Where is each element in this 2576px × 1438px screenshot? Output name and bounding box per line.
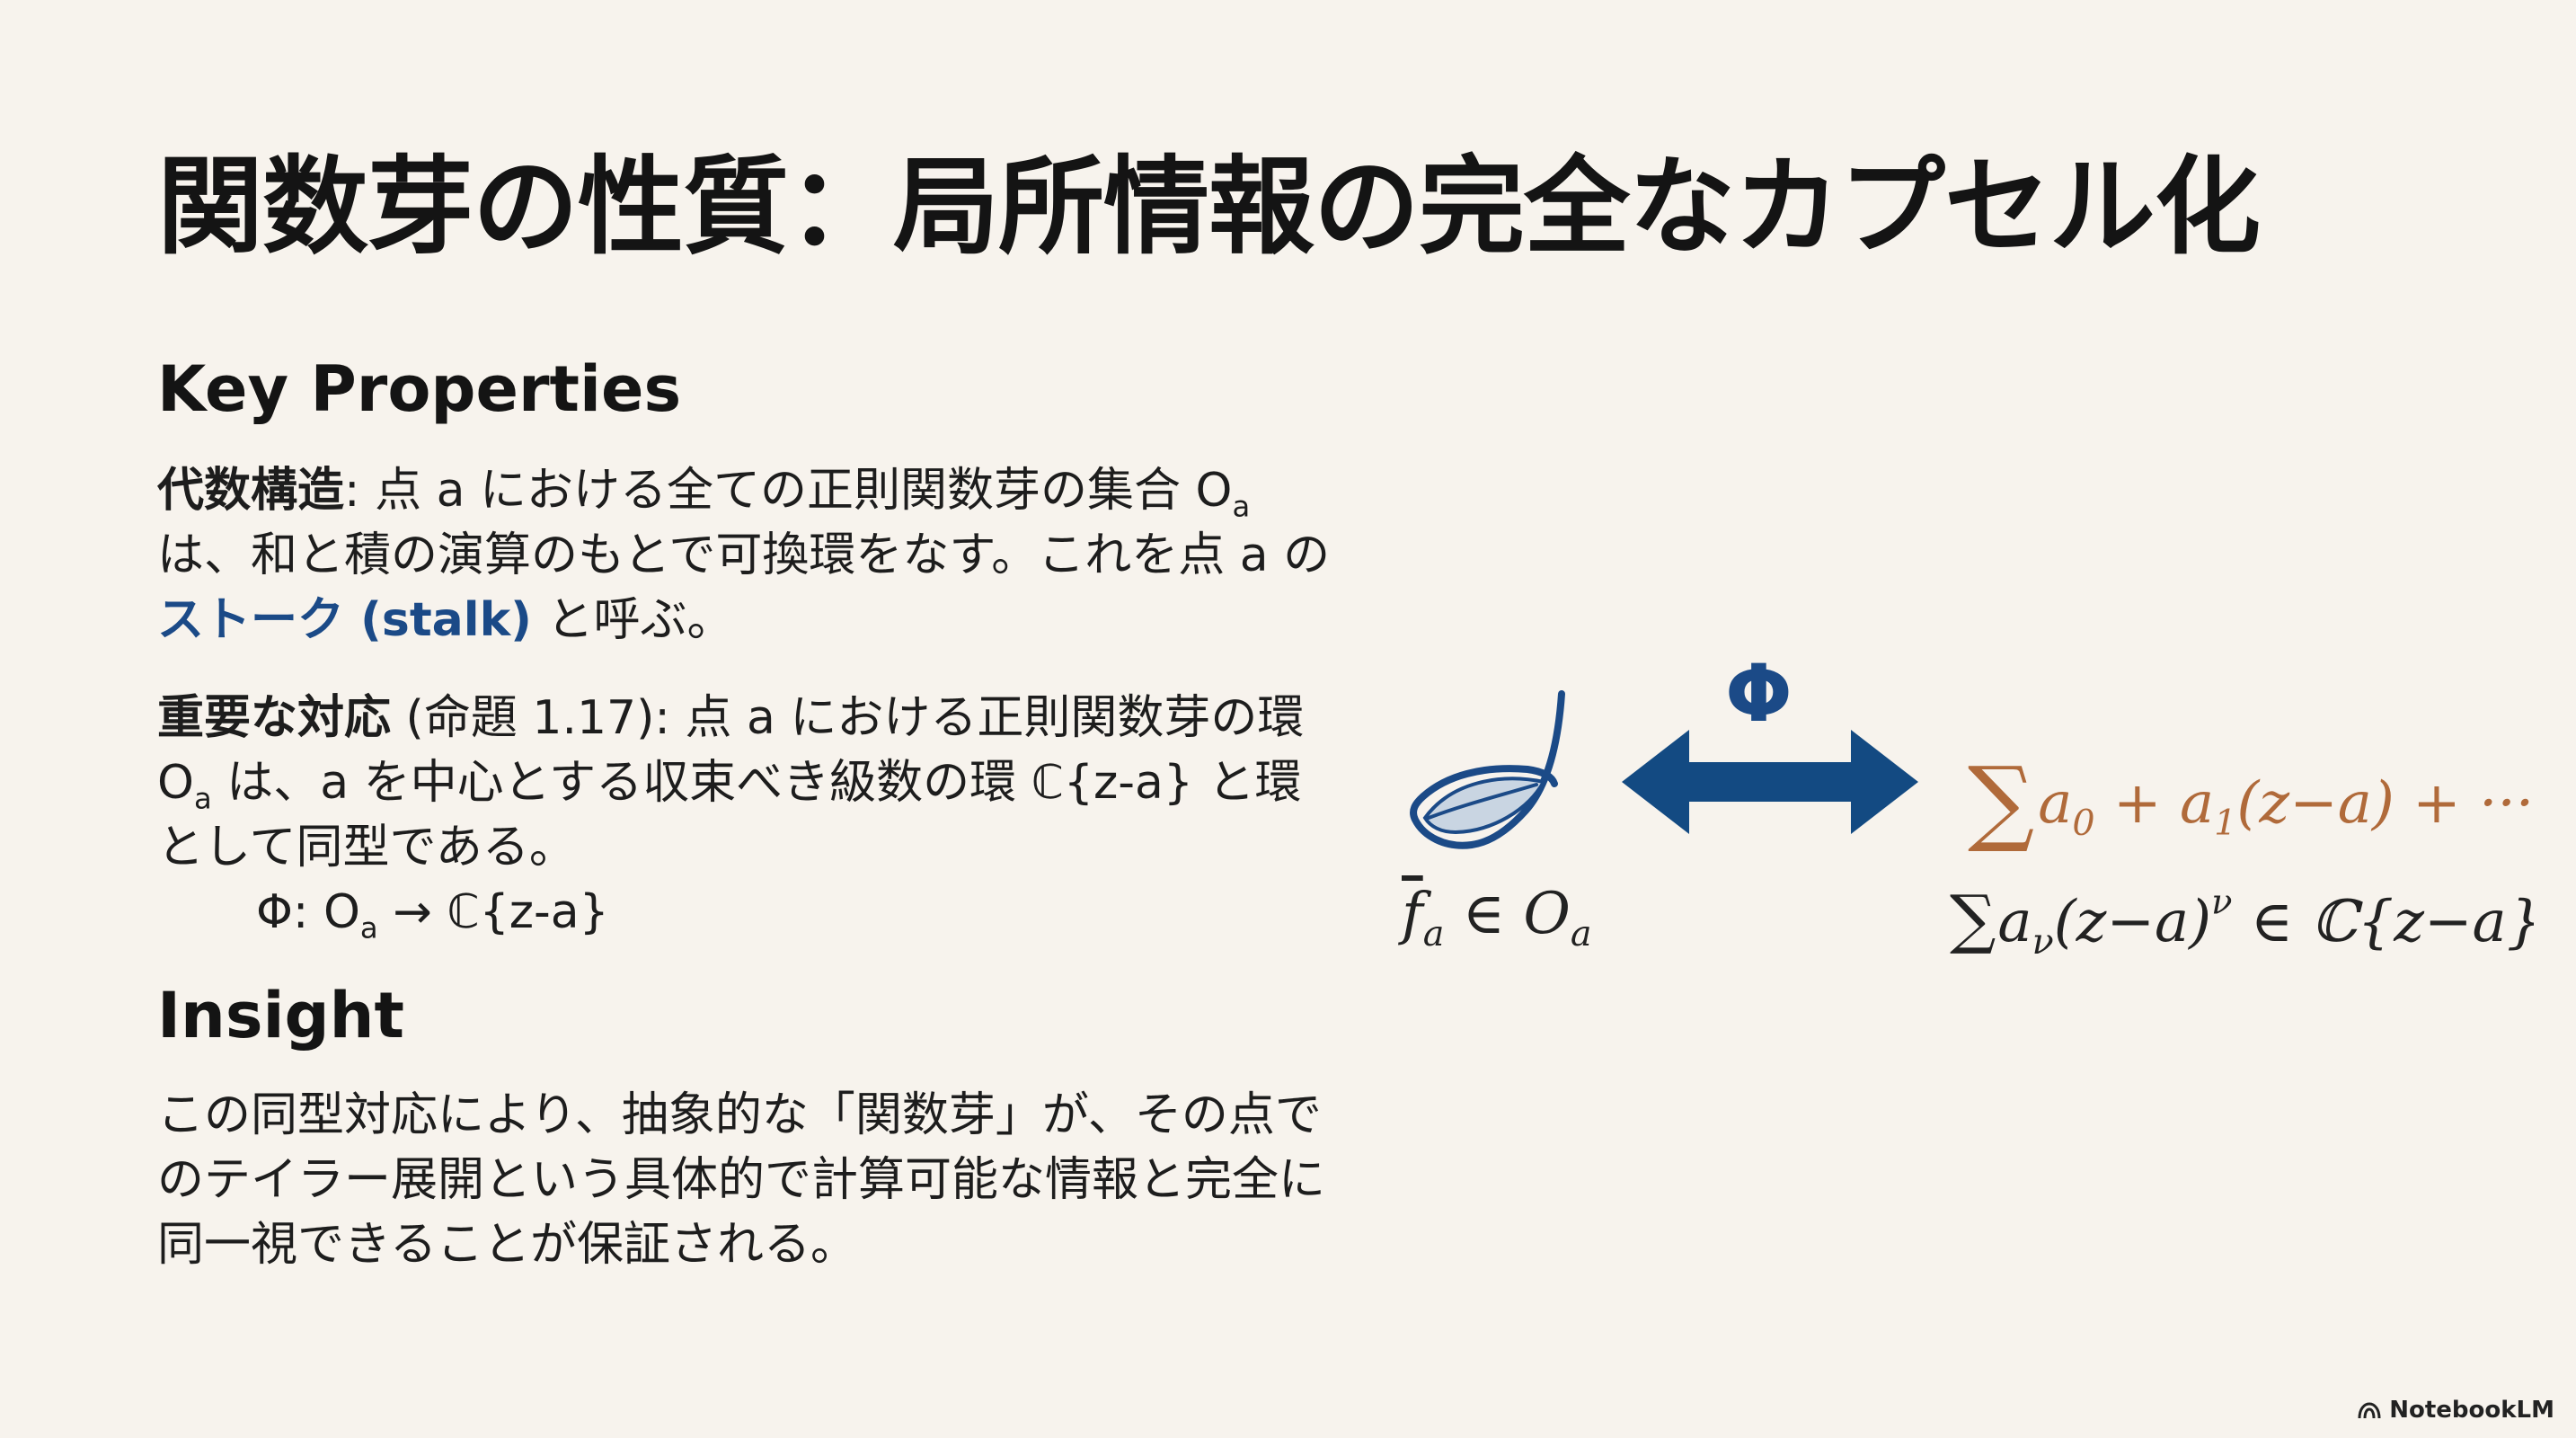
insight-heading: Insight [157, 979, 404, 1052]
series-rest1: + a [2094, 770, 2215, 837]
pseries-b: (z−a) [2053, 889, 2212, 955]
key-properties-heading: Key Properties [157, 352, 682, 426]
germ-rest: ∈ O [1444, 881, 1571, 947]
slide-title: 関数芽の性質：局所情報の完全なカプセル化 [157, 145, 2261, 269]
isomorphism-diagram: Φ ∑a0 + a1(z−a) + ··· fa ∈ Oa ∑aν(z−a)ν … [1366, 611, 2534, 989]
formula-subscript: a [359, 910, 378, 945]
stalk-term: ストーク (stalk) [157, 593, 532, 647]
power-series-expansion: ∑a0 + a1(z−a) + ··· [1968, 746, 2534, 856]
important-correspondence-paragraph: 重要な対応 (命題 1.17): 点 a における正則関数芽の環 Oa は、a … [157, 686, 1343, 945]
convergent-series-label: ∑aν(z−a)ν ∈ ℂ{z−a} [1950, 881, 2534, 960]
pseries-c: ∈ ℂ{z−a} [2232, 889, 2534, 955]
formula-text-b: → ℂ{z-a} [377, 885, 609, 939]
series-rest2: (z−a) + ··· [2236, 770, 2534, 837]
p2-text-a: (命題 1.17): 点 a における正則関数芽の環 O [157, 691, 1305, 810]
p1-text-a: : 点 a における全ての正則関数芽の集合 O [344, 464, 1233, 518]
pseries-superscript: ν [2211, 882, 2233, 923]
phi-label: Φ [1725, 647, 1793, 740]
p1-text-b: は、和と積の演算のもとで可換環をなす。これを点 a の [157, 528, 1331, 582]
series-a0: a [2038, 770, 2073, 837]
algebraic-structure-paragraph: 代数構造: 点 a における全ての正則関数芽の集合 Oa は、和と積の演算のもと… [157, 458, 1343, 652]
algebraic-structure-label: 代数構造 [157, 464, 345, 518]
germ-f-subscript: a [1422, 912, 1445, 954]
germ-leaf-icon [1410, 690, 1565, 849]
sigma-symbol: ∑ [1968, 746, 2035, 856]
notebooklm-logo-icon [2358, 1402, 2381, 1419]
series-a0-subscript: 0 [2072, 802, 2095, 844]
important-correspondence-label: 重要な対応 [157, 691, 392, 745]
double-arrow-icon [1622, 730, 1918, 834]
isomorphism-formula: Φ: Oa → ℂ{z-a} [157, 880, 1343, 945]
germ-label: fa ∈ Oa [1402, 881, 1592, 952]
notebooklm-brand: NotebookLM [2357, 1397, 2554, 1424]
formula-text-a: Φ: O [256, 885, 360, 939]
diagram-graphics [1410, 690, 1918, 849]
germ-O-subscript: a [1570, 912, 1592, 954]
pseries-sigma: ∑ [1950, 881, 1996, 956]
brand-label: NotebookLM [2389, 1397, 2554, 1424]
insight-paragraph: この同型対応により、抽象的な「関数芽」が、その点でのテイラー展開という具体的で計… [157, 1088, 1326, 1272]
pseries-a: a [1997, 889, 2032, 955]
germ-f: f [1402, 881, 1423, 947]
p2-text-b: は、a を中心とする収束べき級数の環 ℂ{z-a} と環として同型である。 [157, 756, 1302, 874]
p1-subscript: a [1232, 489, 1251, 524]
pseries-a-subscript: ν [2032, 920, 2054, 963]
p2-subscript: a [193, 781, 212, 816]
p1-text-c: と呼ぶ。 [531, 593, 734, 647]
series-a1-subscript: 1 [2214, 802, 2237, 844]
